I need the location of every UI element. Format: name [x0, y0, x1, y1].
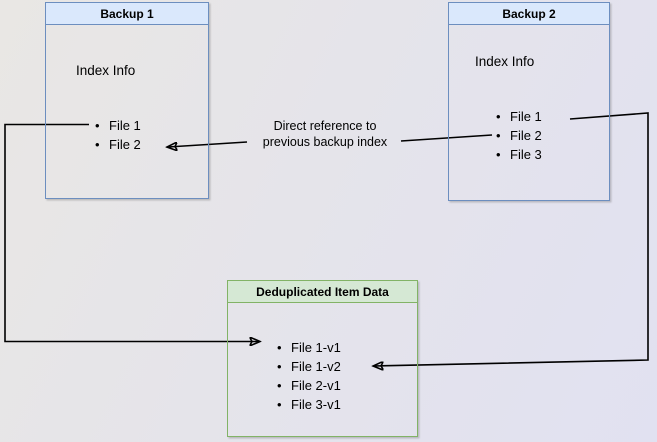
file-label: File 1	[510, 109, 542, 124]
list-item: • File 2	[496, 126, 542, 145]
list-item: • File 1	[496, 107, 542, 126]
bullet-icon: •	[496, 128, 501, 143]
bullet-icon: •	[277, 359, 282, 374]
list-item: • File 1-v2	[277, 357, 341, 376]
list-item: • File 3	[496, 145, 542, 164]
bullet-icon: •	[496, 109, 501, 124]
list-item: • File 2-v1	[277, 376, 341, 395]
list-item: • File 1-v1	[277, 338, 341, 357]
dedup-box: Deduplicated Item Data	[227, 280, 418, 437]
backup1-title: Backup 1	[100, 6, 154, 21]
direct-reference-annotation: Direct reference to previous backup inde…	[249, 119, 401, 150]
backup1-index-info-label: Index Info	[76, 63, 136, 78]
bullet-icon: •	[95, 118, 100, 133]
dedup-file-list: • File 1-v1 • File 1-v2 • File 2-v1 • Fi…	[277, 338, 341, 414]
annotation-line2: previous backup index	[262, 134, 388, 149]
backup1-header: Backup 1	[46, 3, 208, 25]
annotation-line1: Direct reference to	[273, 119, 377, 133]
list-item: • File 3-v1	[277, 395, 341, 414]
list-item: • File 1	[95, 116, 141, 135]
file-label: File 3-v1	[291, 397, 341, 412]
backup2-header: Backup 2	[449, 3, 609, 25]
backup2-index-info-label: Index Info	[475, 54, 535, 69]
backup1-file-list: • File 1 • File 2	[95, 116, 141, 154]
bullet-icon: •	[277, 378, 282, 393]
file-label: File 2	[109, 137, 141, 152]
bullet-icon: •	[277, 340, 282, 355]
dedup-title: Deduplicated Item Data	[256, 284, 389, 299]
bullet-icon: •	[277, 397, 282, 412]
file-label: File 1	[109, 118, 141, 133]
list-item: • File 2	[95, 135, 141, 154]
backup2-file-list: • File 1 • File 2 • File 3	[496, 107, 542, 164]
file-label: File 3	[510, 147, 542, 162]
backup1-box: Backup 1	[45, 2, 209, 199]
file-label: File 1-v2	[291, 359, 341, 374]
file-label: File 2-v1	[291, 378, 341, 393]
file-label: File 1-v1	[291, 340, 341, 355]
dedup-header: Deduplicated Item Data	[228, 281, 417, 303]
backup2-title: Backup 2	[502, 6, 556, 21]
file-label: File 2	[510, 128, 542, 143]
backup2-box: Backup 2	[448, 2, 610, 201]
bullet-icon: •	[496, 147, 501, 162]
bullet-icon: •	[95, 137, 100, 152]
